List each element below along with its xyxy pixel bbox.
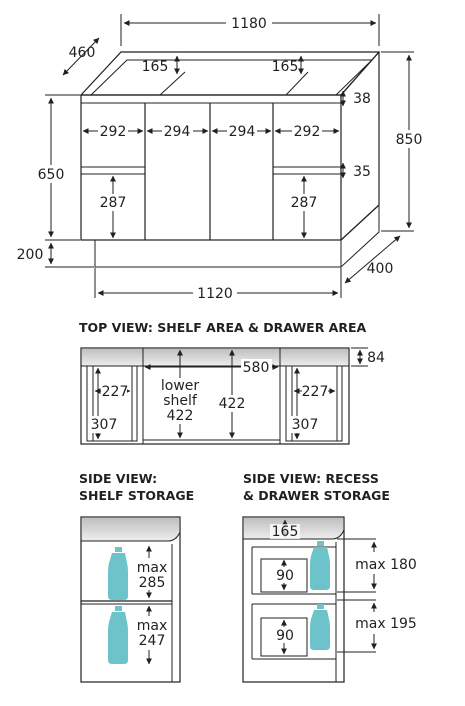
dim-compartment-heights: 287 287	[97, 175, 320, 239]
drawer1-height: 90	[276, 568, 294, 584]
dim-cabinet-height: 650	[34, 94, 80, 241]
overall-width-label: 1180	[231, 16, 267, 32]
dim-kick-depth: 400	[344, 235, 401, 284]
cabinet-height-label: 650	[38, 167, 65, 183]
drawer-gap-label: 35	[353, 164, 371, 180]
bottle-icon	[310, 604, 330, 650]
side-recess-title-2: & DRAWER STORAGE	[243, 488, 390, 503]
top-rail-label: 38	[353, 91, 371, 107]
compartment-height-left: 287	[100, 195, 127, 211]
kick-depth-label: 400	[367, 261, 394, 277]
dim-overall-height: 850	[381, 51, 424, 232]
recess-right-label: 165	[272, 59, 299, 75]
shelf-upper-max-label: max	[137, 560, 168, 576]
side-shelf-view: SIDE VIEW: SHELF STORAGE max 285 max 247	[79, 471, 194, 683]
top-right-width: 227	[302, 384, 329, 400]
dim-kick-height: 200	[17, 242, 94, 268]
bottle-icon	[310, 541, 330, 590]
door-width-outer-left: 292	[100, 124, 127, 140]
top-left-width: 227	[102, 384, 129, 400]
kick-width-label: 1120	[197, 286, 233, 302]
cabinet-body	[79, 51, 381, 241]
dim-depth: 460	[62, 37, 100, 76]
bottle-icon	[108, 547, 128, 600]
lower-shelf-line1: lower	[161, 378, 200, 394]
shelf-upper-max-value: 285	[139, 575, 166, 591]
dim-door-widths: 292 294 294 292	[82, 123, 340, 140]
side-recess-title-1: SIDE VIEW: RECESS	[243, 471, 379, 486]
overall-height-label: 850	[396, 132, 423, 148]
dim-overall-width: 1180	[120, 14, 380, 46]
top-back-depth: 84	[367, 350, 385, 366]
shelf-lower-max-label: max	[137, 618, 168, 634]
recess-depth: 165	[272, 524, 299, 540]
side-shelf-title-1: SIDE VIEW:	[79, 471, 157, 486]
recess-lower-max: max 195	[355, 616, 417, 632]
door-width-outer-right: 292	[294, 124, 321, 140]
top-center-width: 580	[243, 360, 270, 376]
dim-top-rail: 38	[340, 90, 371, 107]
compartment-height-right: 287	[291, 195, 318, 211]
kick-height-label: 200	[17, 247, 44, 263]
door-width-inner-right: 294	[229, 124, 256, 140]
top-right-depth: 307	[292, 417, 319, 433]
shelf-lower-max-value: 247	[139, 633, 166, 649]
dim-recess-right: 165	[272, 55, 304, 75]
dim-recess-left: 165	[142, 55, 180, 75]
dim-drawer-gap: 35	[340, 162, 371, 180]
top-left-depth: 307	[91, 417, 118, 433]
recess-left-label: 165	[142, 59, 169, 75]
top-view: TOP VIEW: SHELF AREA & DRAWER AREA 84 58…	[79, 320, 385, 445]
top-view-title: TOP VIEW: SHELF AREA & DRAWER AREA	[79, 320, 367, 335]
recess-upper-max: max 180	[355, 557, 417, 573]
lower-shelf-value: 422	[167, 408, 194, 424]
lower-shelf-line2: shelf	[163, 393, 198, 409]
depth-label: 460	[69, 45, 96, 61]
side-shelf-title-2: SHELF STORAGE	[79, 488, 194, 503]
front-view: 1180 460 165 165 38 850	[17, 14, 424, 302]
top-center-depth: 422	[219, 396, 246, 412]
drawer2-height: 90	[276, 628, 294, 644]
door-width-inner-left: 294	[164, 124, 191, 140]
dim-kick-width: 1120	[94, 268, 342, 302]
kick-base	[94, 203, 380, 269]
side-recess-view: SIDE VIEW: RECESS & DRAWER STORAGE 165 9…	[242, 471, 417, 683]
bottle-icon	[108, 606, 128, 664]
